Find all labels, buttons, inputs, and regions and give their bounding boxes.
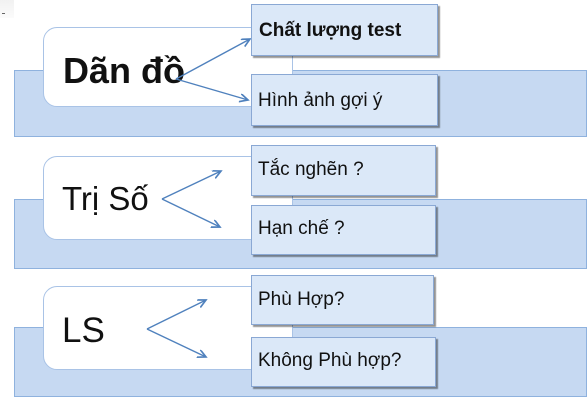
corner-dash [2, 13, 5, 14]
connector-1a [175, 39, 250, 80]
item-box-3-2 [251, 337, 436, 387]
item-box-1-2 [251, 74, 438, 126]
group-label-2: Trị Số [62, 180, 149, 217]
item-box-2-2 [251, 205, 436, 255]
group-label-1: Dãn đồ [63, 50, 185, 91]
item-label-1-1: Chất lượng test [259, 20, 402, 41]
connector-3b [146, 328, 206, 357]
connector-3a [146, 300, 206, 330]
item-label-1-2: Hình ảnh gợi ý [258, 90, 383, 111]
item-box-1-1 [251, 4, 438, 56]
connector-2a [161, 171, 221, 200]
item-label-3-2: Không Phù hợp? [258, 350, 402, 371]
item-label-3-1: Phù Hợp? [258, 289, 345, 310]
group-label-3: LS [62, 311, 105, 350]
connector-1b [175, 78, 248, 100]
item-box-2-1 [251, 145, 436, 196]
item-label-2-1: Tắc nghẽn ? [258, 159, 364, 180]
item-box-3-1 [251, 275, 434, 325]
connector-2b [161, 198, 220, 227]
item-label-2-2: Hạn chế ? [258, 218, 345, 239]
